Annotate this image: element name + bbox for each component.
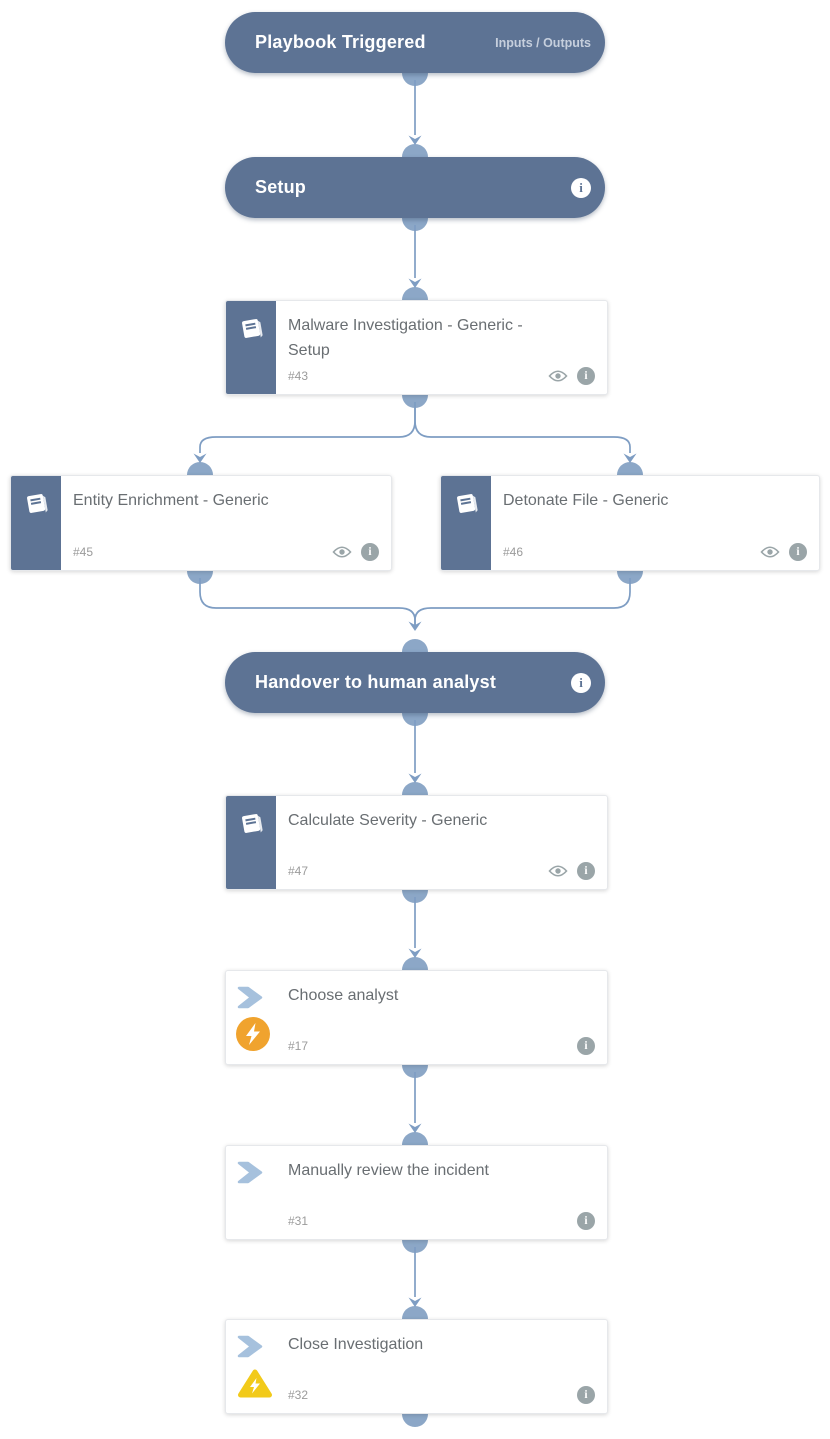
task-id: #43: [288, 369, 309, 383]
connector-lines: [199, 80, 631, 1297]
task-id: #17: [288, 1039, 309, 1053]
node-setup[interactable]: Setup i: [225, 157, 605, 218]
playbook-strip: [226, 796, 276, 889]
warning-badge-icon: [237, 1368, 273, 1404]
playbook-book-icon: [241, 319, 263, 338]
node-detonate-file[interactable]: Detonate File - Generic #46 i: [440, 475, 820, 571]
eye-icon[interactable]: [332, 545, 352, 559]
info-icon[interactable]: i: [571, 672, 591, 693]
node-playbook-triggered[interactable]: Playbook Triggered Inputs / Outputs: [225, 12, 605, 73]
eye-icon[interactable]: [548, 369, 568, 383]
node-title: Handover to human analyst: [255, 672, 497, 692]
chevron-right-icon: [237, 1161, 264, 1189]
task-id: #45: [73, 545, 94, 559]
task-id: #32: [288, 1388, 309, 1402]
task-id: #47: [288, 864, 309, 878]
node-calculate-severity[interactable]: Calculate Severity - Generic #47 i: [225, 795, 608, 890]
node-entity-enrichment[interactable]: Entity Enrichment - Generic #45 i: [10, 475, 392, 571]
task-id: #31: [288, 1214, 309, 1228]
info-icon[interactable]: i: [577, 1037, 595, 1055]
lightning-badge-icon: [236, 1017, 270, 1056]
info-icon[interactable]: i: [577, 1212, 595, 1230]
node-title: Malware Investigation - Generic - Setup: [288, 317, 523, 359]
node-title: Entity Enrichment - Generic: [73, 492, 269, 509]
info-icon[interactable]: i: [571, 177, 591, 198]
node-handover-to-human-analyst[interactable]: Handover to human analyst i: [225, 652, 605, 713]
node-choose-analyst[interactable]: Choose analyst #17 i: [225, 970, 608, 1065]
info-icon[interactable]: i: [361, 543, 379, 561]
info-icon[interactable]: i: [789, 543, 807, 561]
eye-icon[interactable]: [548, 864, 568, 878]
node-title: Playbook Triggered: [255, 32, 426, 52]
node-title: Setup: [255, 177, 307, 197]
playbook-strip: [226, 301, 276, 394]
playbook-book-icon: [456, 494, 478, 513]
node-title: Calculate Severity - Generic: [288, 812, 488, 829]
node-manually-review-incident[interactable]: Manually review the incident #31 i: [225, 1145, 608, 1240]
playbook-strip: [11, 476, 61, 570]
info-icon[interactable]: i: [577, 1386, 595, 1404]
node-malware-investigation-setup[interactable]: Malware Investigation - Generic - Setup …: [225, 300, 608, 395]
info-icon[interactable]: i: [577, 862, 595, 880]
playbook-strip: [441, 476, 491, 570]
node-title: Close Investigation: [288, 1336, 424, 1353]
playbook-book-icon: [26, 494, 48, 513]
node-title: Detonate File - Generic: [503, 492, 669, 509]
connector-arrowheads: [193, 135, 637, 1307]
task-id: #46: [503, 545, 524, 559]
chevron-right-icon: [237, 1335, 264, 1363]
eye-icon[interactable]: [760, 545, 780, 559]
node-title: Choose analyst: [288, 987, 399, 1004]
playbook-book-icon: [241, 814, 263, 833]
inputs-outputs-link[interactable]: Inputs / Outputs: [495, 35, 591, 50]
chevron-right-icon: [237, 986, 264, 1014]
node-title: Manually review the incident: [288, 1162, 489, 1179]
info-icon[interactable]: i: [577, 367, 595, 385]
node-close-investigation[interactable]: Close Investigation #32 i: [225, 1319, 608, 1414]
